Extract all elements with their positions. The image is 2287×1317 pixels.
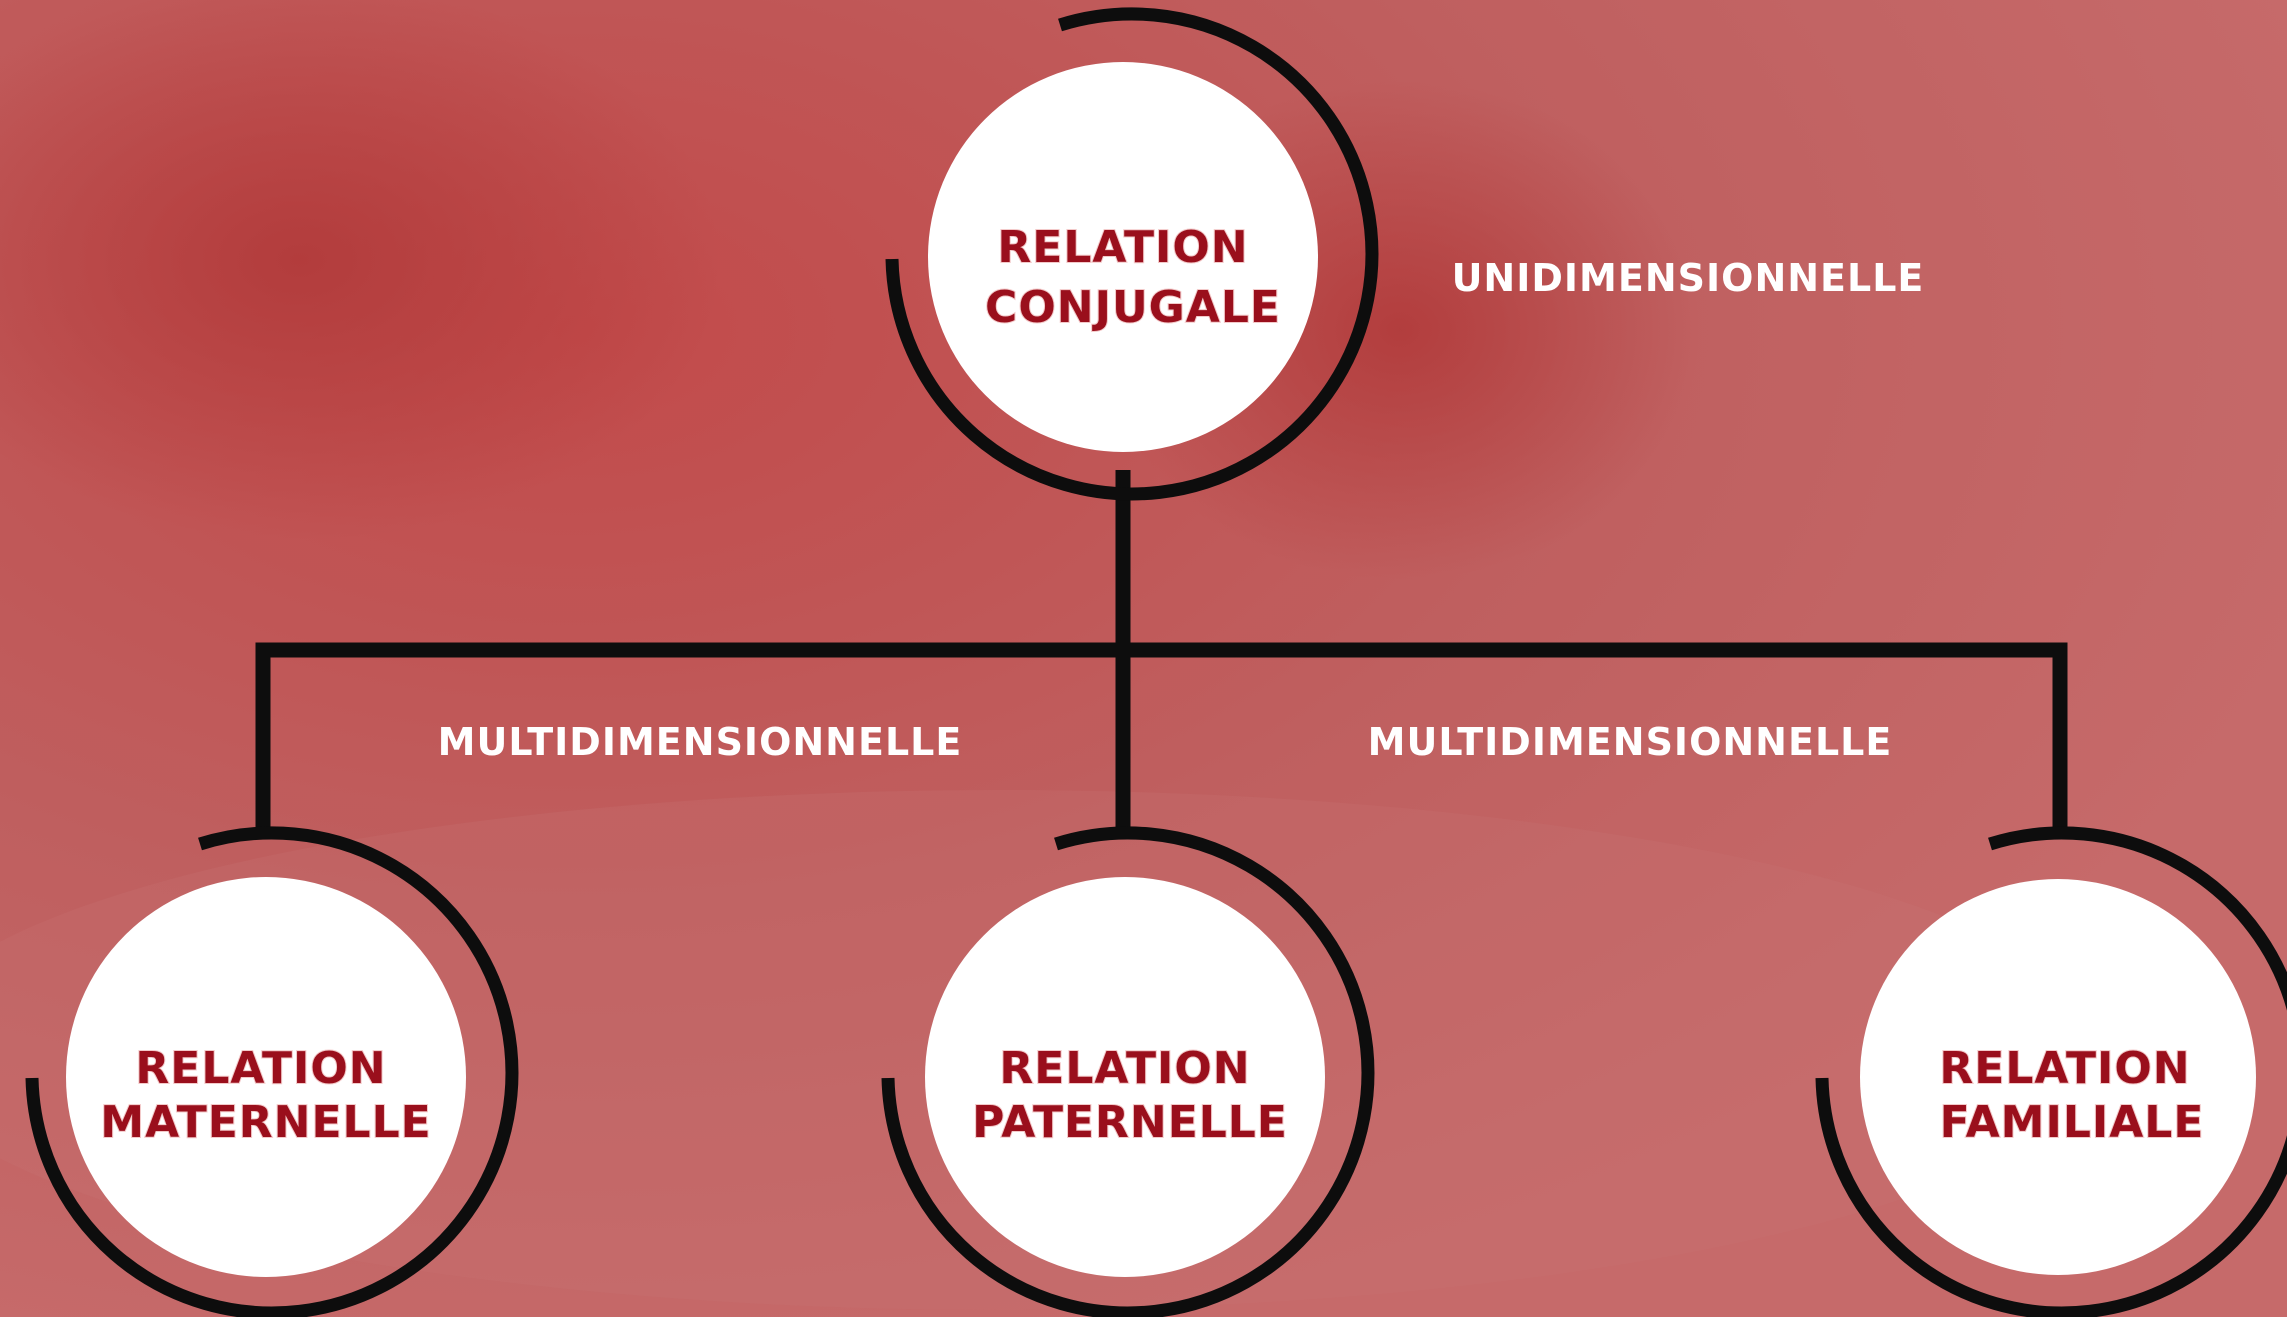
connectors — [255, 470, 2068, 835]
label-right-multidimensional: MULTIDIMENSIONNELLE — [1368, 720, 1893, 764]
root-node-title-line2: CONJUGALE — [985, 282, 1281, 333]
paternal-node-title-line2: PATERNELLE — [972, 1097, 1288, 1148]
maternal-node-title-line1: RELATION — [135, 1043, 386, 1094]
background-shape-left — [0, 0, 720, 540]
maternal-node-circle — [66, 877, 466, 1277]
root-node: RELATION CONJUGALE — [885, 7, 1379, 501]
familial-node-ring — [1815, 826, 2287, 1317]
maternal-node-title-line2: MATERNELLE — [100, 1097, 431, 1148]
root-node-title-line1: RELATION — [997, 222, 1248, 273]
familial-node-title-line1: RELATION — [1939, 1043, 2190, 1094]
paternal-node-title-line1: RELATION — [999, 1043, 1250, 1094]
label-unidimensional: UNIDIMENSIONNELLE — [1452, 256, 1925, 300]
root-node-ring — [885, 7, 1379, 501]
root-node-circle — [928, 62, 1318, 452]
maternal-node: RELATION MATERNELLE — [25, 826, 519, 1317]
paternal-node-ring — [881, 826, 1375, 1317]
familial-node-title-line2: FAMILIALE — [1940, 1097, 2205, 1148]
paternal-node: RELATION PATERNELLE — [881, 826, 1375, 1317]
label-left-multidimensional: MULTIDIMENSIONNELLE — [438, 720, 963, 764]
paternal-node-circle — [925, 877, 1325, 1277]
maternal-node-ring — [25, 826, 519, 1317]
familial-node-circle — [1860, 879, 2256, 1275]
familial-node: RELATION FAMILIALE — [1815, 826, 2287, 1317]
